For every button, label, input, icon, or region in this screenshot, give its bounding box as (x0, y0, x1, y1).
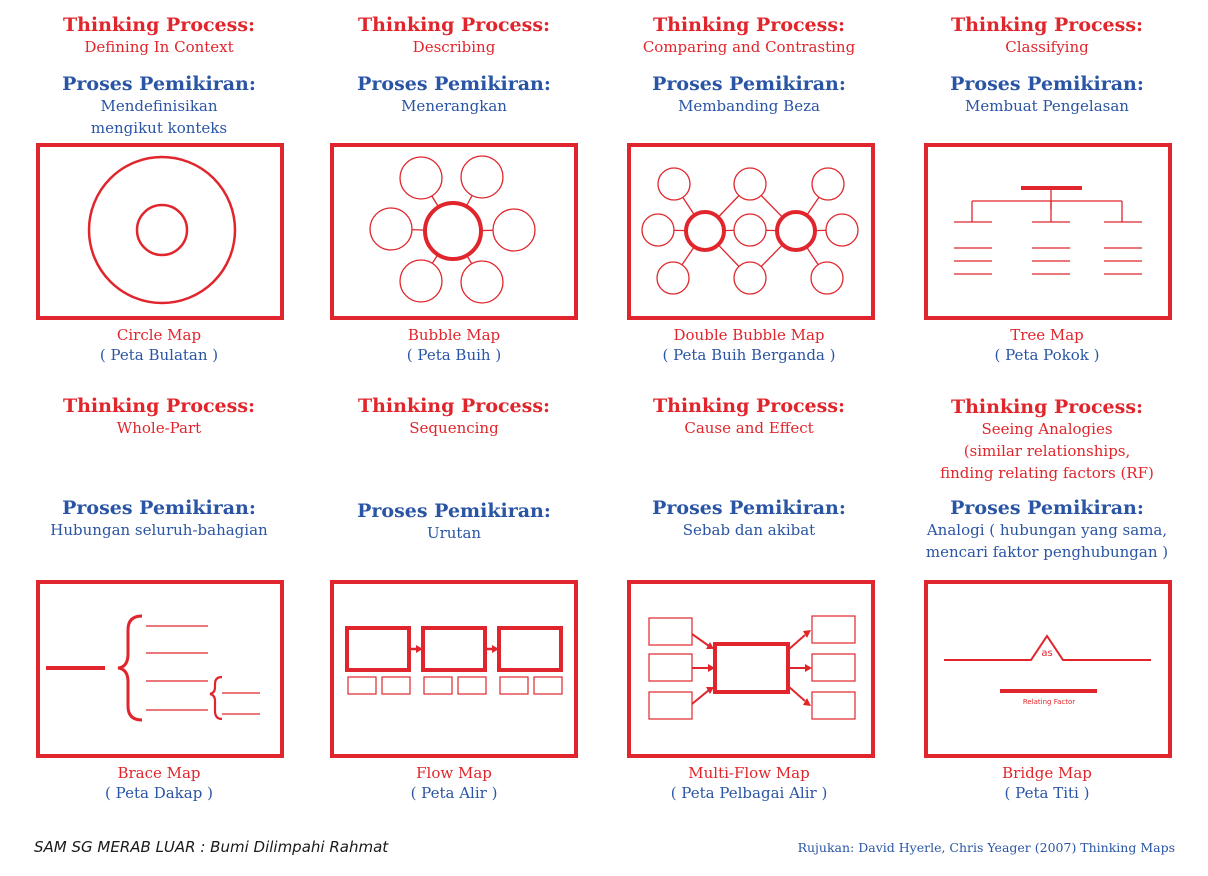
proses-pemikiran-circle-map: Proses Pemikiran: Mendefinisikan mengiku… (11, 73, 307, 139)
thinking-process-title: Thinking Process: (62, 395, 256, 417)
thinking-process-title: Thinking Process: (950, 396, 1144, 418)
thinking-process-title: Thinking Process: (950, 14, 1144, 36)
process-header-double-bubble-map: Thinking Process: Comparing and Contrast… (601, 14, 897, 58)
thinking-process-text: Describing (412, 38, 496, 56)
bridge-map-diagram: as Relating Factor (924, 580, 1172, 758)
proses-pemikiran-text: mencari faktor penghubungan ) (925, 543, 1169, 561)
thinking-process-text: Comparing and Contrasting (642, 38, 856, 56)
tree-map-diagram (924, 143, 1172, 320)
proses-pemikiran-title: Proses Pemikiran: (357, 500, 551, 522)
double-bubble-map-diagram (627, 143, 875, 320)
proses-pemikiran-double-bubble-map: Proses Pemikiran: Membanding Beza (601, 73, 897, 117)
thinking-process-text: Seeing Analogies (981, 420, 1113, 438)
thinking-process-title: Thinking Process: (652, 395, 846, 417)
proses-pemikiran-title: Proses Pemikiran: (62, 497, 256, 519)
process-header-multi-flow-map: Thinking Process: Cause and Effect (601, 395, 897, 439)
map-local-name: ( Peta Pokok ) (994, 346, 1100, 364)
proses-pemikiran-title: Proses Pemikiran: (62, 73, 256, 95)
proses-pemikiran-text: Urutan (426, 524, 482, 542)
proses-pemikiran-flow-map: Proses Pemikiran: Urutan (306, 500, 602, 544)
thinking-process-title: Thinking Process: (62, 14, 256, 36)
footer-school-name: SAM SG MERAB LUAR : Bumi Dilimpahi Rahma… (34, 838, 389, 856)
circle-map-diagram (36, 143, 284, 320)
proses-pemikiran-bridge-map: Proses Pemikiran: Analogi ( hubungan yan… (899, 497, 1195, 563)
proses-pemikiran-tree-map: Proses Pemikiran: Membuat Pengelasan (899, 73, 1195, 117)
process-header-tree-map: Thinking Process: Classifying (899, 14, 1195, 58)
map-local-name: ( Peta Buih ) (406, 346, 502, 364)
proses-pemikiran-title: Proses Pemikiran: (950, 497, 1144, 519)
map-name: Tree Map (1010, 326, 1084, 344)
map-caption-multi-flow: Multi-Flow Map ( Peta Pelbagai Alir ) (601, 763, 897, 803)
map-local-name: ( Peta Bulatan ) (99, 346, 219, 364)
relating-factor-label: Relating Factor (1023, 698, 1075, 706)
proses-pemikiran-text: Analogi ( hubungan yang sama, (926, 521, 1168, 539)
thinking-process-text: (similar relationships, (963, 442, 1131, 460)
map-caption-tree: Tree Map ( Peta Pokok ) (899, 325, 1195, 365)
map-local-name: ( Peta Buih Berganda ) (662, 346, 836, 364)
map-local-name: ( Peta Titi ) (1004, 784, 1090, 802)
proses-pemikiran-title: Proses Pemikiran: (357, 73, 551, 95)
bubble-map-diagram (330, 143, 578, 320)
process-header-flow-map: Thinking Process: Sequencing (306, 395, 602, 439)
proses-pemikiran-title: Proses Pemikiran: (950, 73, 1144, 95)
thinking-process-title: Thinking Process: (357, 14, 551, 36)
brace-map-diagram (36, 580, 284, 758)
proses-pemikiran-text: Sebab dan akibat (682, 521, 816, 539)
thinking-process-text: Whole-Part (116, 419, 202, 437)
map-local-name: ( Peta Alir ) (410, 784, 498, 802)
proses-pemikiran-brace-map: Proses Pemikiran: Hubungan seluruh-bahag… (11, 497, 307, 541)
map-caption-bubble: Bubble Map ( Peta Buih ) (306, 325, 602, 365)
proses-pemikiran-text: Membuat Pengelasan (965, 97, 1129, 115)
proses-pemikiran-title: Proses Pemikiran: (652, 73, 846, 95)
multi-flow-map-diagram (627, 580, 875, 758)
process-header-brace-map: Thinking Process: Whole-Part (11, 395, 307, 439)
map-name: Flow Map (416, 764, 492, 782)
proses-pemikiran-text: Menerangkan (401, 97, 507, 115)
proses-pemikiran-text: Membanding Beza (678, 97, 820, 115)
thinking-process-title: Thinking Process: (652, 14, 846, 36)
bridge-as-label: as (1041, 648, 1052, 659)
thinking-process-title: Thinking Process: (357, 395, 551, 417)
map-name: Brace Map (117, 764, 201, 782)
map-caption-double-bubble: Double Bubble Map ( Peta Buih Berganda ) (601, 325, 897, 365)
map-name: Double Bubble Map (673, 326, 825, 344)
map-local-name: ( Peta Dakap ) (105, 784, 213, 802)
proses-pemikiran-title: Proses Pemikiran: (652, 497, 846, 519)
thinking-process-text: finding relating factors (RF) (940, 464, 1154, 482)
proses-pemikiran-bubble-map: Proses Pemikiran: Menerangkan (306, 73, 602, 117)
flow-map-diagram (330, 580, 578, 758)
map-name: Bridge Map (1002, 764, 1092, 782)
thinking-process-text: Classifying (1005, 38, 1089, 56)
thinking-process-text: Cause and Effect (684, 419, 814, 437)
process-header-bridge-map: Thinking Process: Seeing Analogies (simi… (899, 396, 1195, 484)
map-name: Multi-Flow Map (688, 764, 810, 782)
map-local-name: ( Peta Pelbagai Alir ) (670, 784, 828, 802)
process-header-bubble-map: Thinking Process: Describing (306, 14, 602, 58)
map-name: Bubble Map (407, 326, 501, 344)
map-name: Circle Map (116, 326, 202, 344)
proses-pemikiran-text: Mendefinisikan (100, 97, 218, 115)
map-caption-bridge: Bridge Map ( Peta Titi ) (899, 763, 1195, 803)
process-header-circle-map: Thinking Process: Defining In Context (11, 14, 307, 58)
map-caption-flow: Flow Map ( Peta Alir ) (306, 763, 602, 803)
thinking-process-text: Defining In Context (84, 38, 234, 56)
map-caption-brace: Brace Map ( Peta Dakap ) (11, 763, 307, 803)
proses-pemikiran-text: Hubungan seluruh-bahagian (50, 521, 268, 539)
proses-pemikiran-text: mengikut konteks (90, 119, 228, 137)
map-caption-circle: Circle Map ( Peta Bulatan ) (11, 325, 307, 365)
thinking-process-text: Sequencing (409, 419, 499, 437)
footer-reference: Rujukan: David Hyerle, Chris Yeager (200… (797, 840, 1175, 855)
proses-pemikiran-multi-flow-map: Proses Pemikiran: Sebab dan akibat (601, 497, 897, 541)
